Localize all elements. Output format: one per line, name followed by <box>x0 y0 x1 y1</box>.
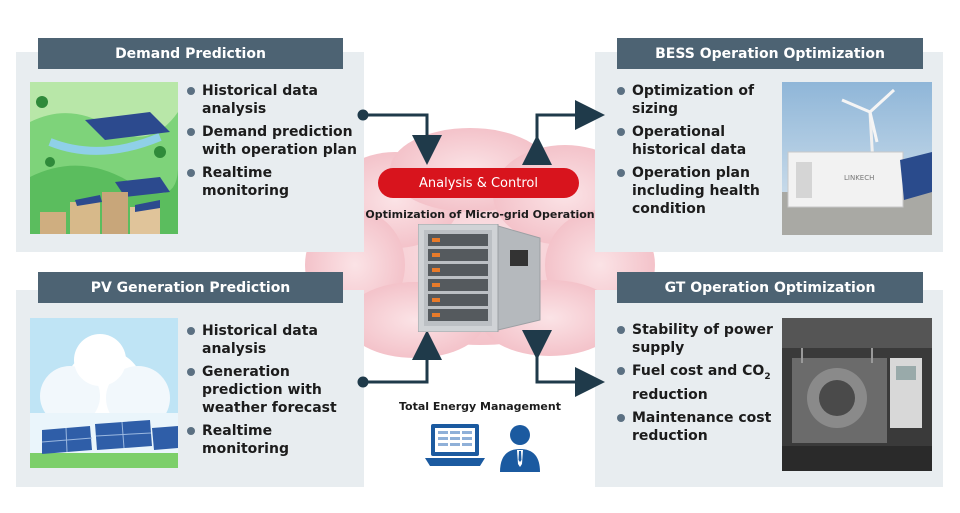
laptop-icon <box>425 424 485 466</box>
bess-header: BESS Operation Optimization <box>617 38 923 69</box>
list-item: Realtime monitoring <box>187 422 357 458</box>
list-item: Realtime monitoring <box>187 164 357 200</box>
fuel-cost-text: Fuel cost and CO <box>632 363 765 379</box>
list-item: Operation plan including health conditio… <box>617 164 782 218</box>
demand-city-illustration <box>30 82 178 234</box>
list-item: Operational historical data <box>617 123 782 159</box>
list-item: Stability of power supply <box>617 321 787 357</box>
list-item: Generation prediction with weather forec… <box>187 363 357 417</box>
list-item: Demand prediction with operation plan <box>187 123 357 159</box>
bess-list: Optimization of sizing Operational histo… <box>617 82 782 223</box>
bess-container-photo: LINKECH <box>782 82 932 235</box>
demand-header: Demand Prediction <box>38 38 343 69</box>
demand-list: Historical data analysis Demand predicti… <box>187 82 357 205</box>
list-item: Historical data analysis <box>187 82 357 118</box>
gt-generator-photo <box>782 318 932 471</box>
co2-subscript: 2 <box>764 371 771 382</box>
analysis-control-pill: Analysis & Control <box>378 168 579 198</box>
microgrid-subtitle: Optimization of Micro-grid Operation <box>365 208 595 221</box>
fuel-cost-suffix: reduction <box>632 386 708 403</box>
pv-header: PV Generation Prediction <box>38 272 343 303</box>
gt-list: Stability of power supply Fuel cost and … <box>617 321 787 450</box>
list-item: Maintenance cost reduction <box>617 409 787 445</box>
container-brand: LINKECH <box>844 174 874 182</box>
user-icon <box>500 425 540 472</box>
list-item: Historical data analysis <box>187 322 357 358</box>
gt-header: GT Operation Optimization <box>617 272 923 303</box>
pv-solar-illustration <box>30 318 178 468</box>
list-item: Optimization of sizing <box>617 82 782 118</box>
list-item: Fuel cost and CO2 reduction <box>617 362 787 404</box>
total-energy-label: Total Energy Management <box>399 400 561 413</box>
battery-cabinet-illustration <box>418 224 541 332</box>
pv-list: Historical data analysis Generation pred… <box>187 322 357 463</box>
